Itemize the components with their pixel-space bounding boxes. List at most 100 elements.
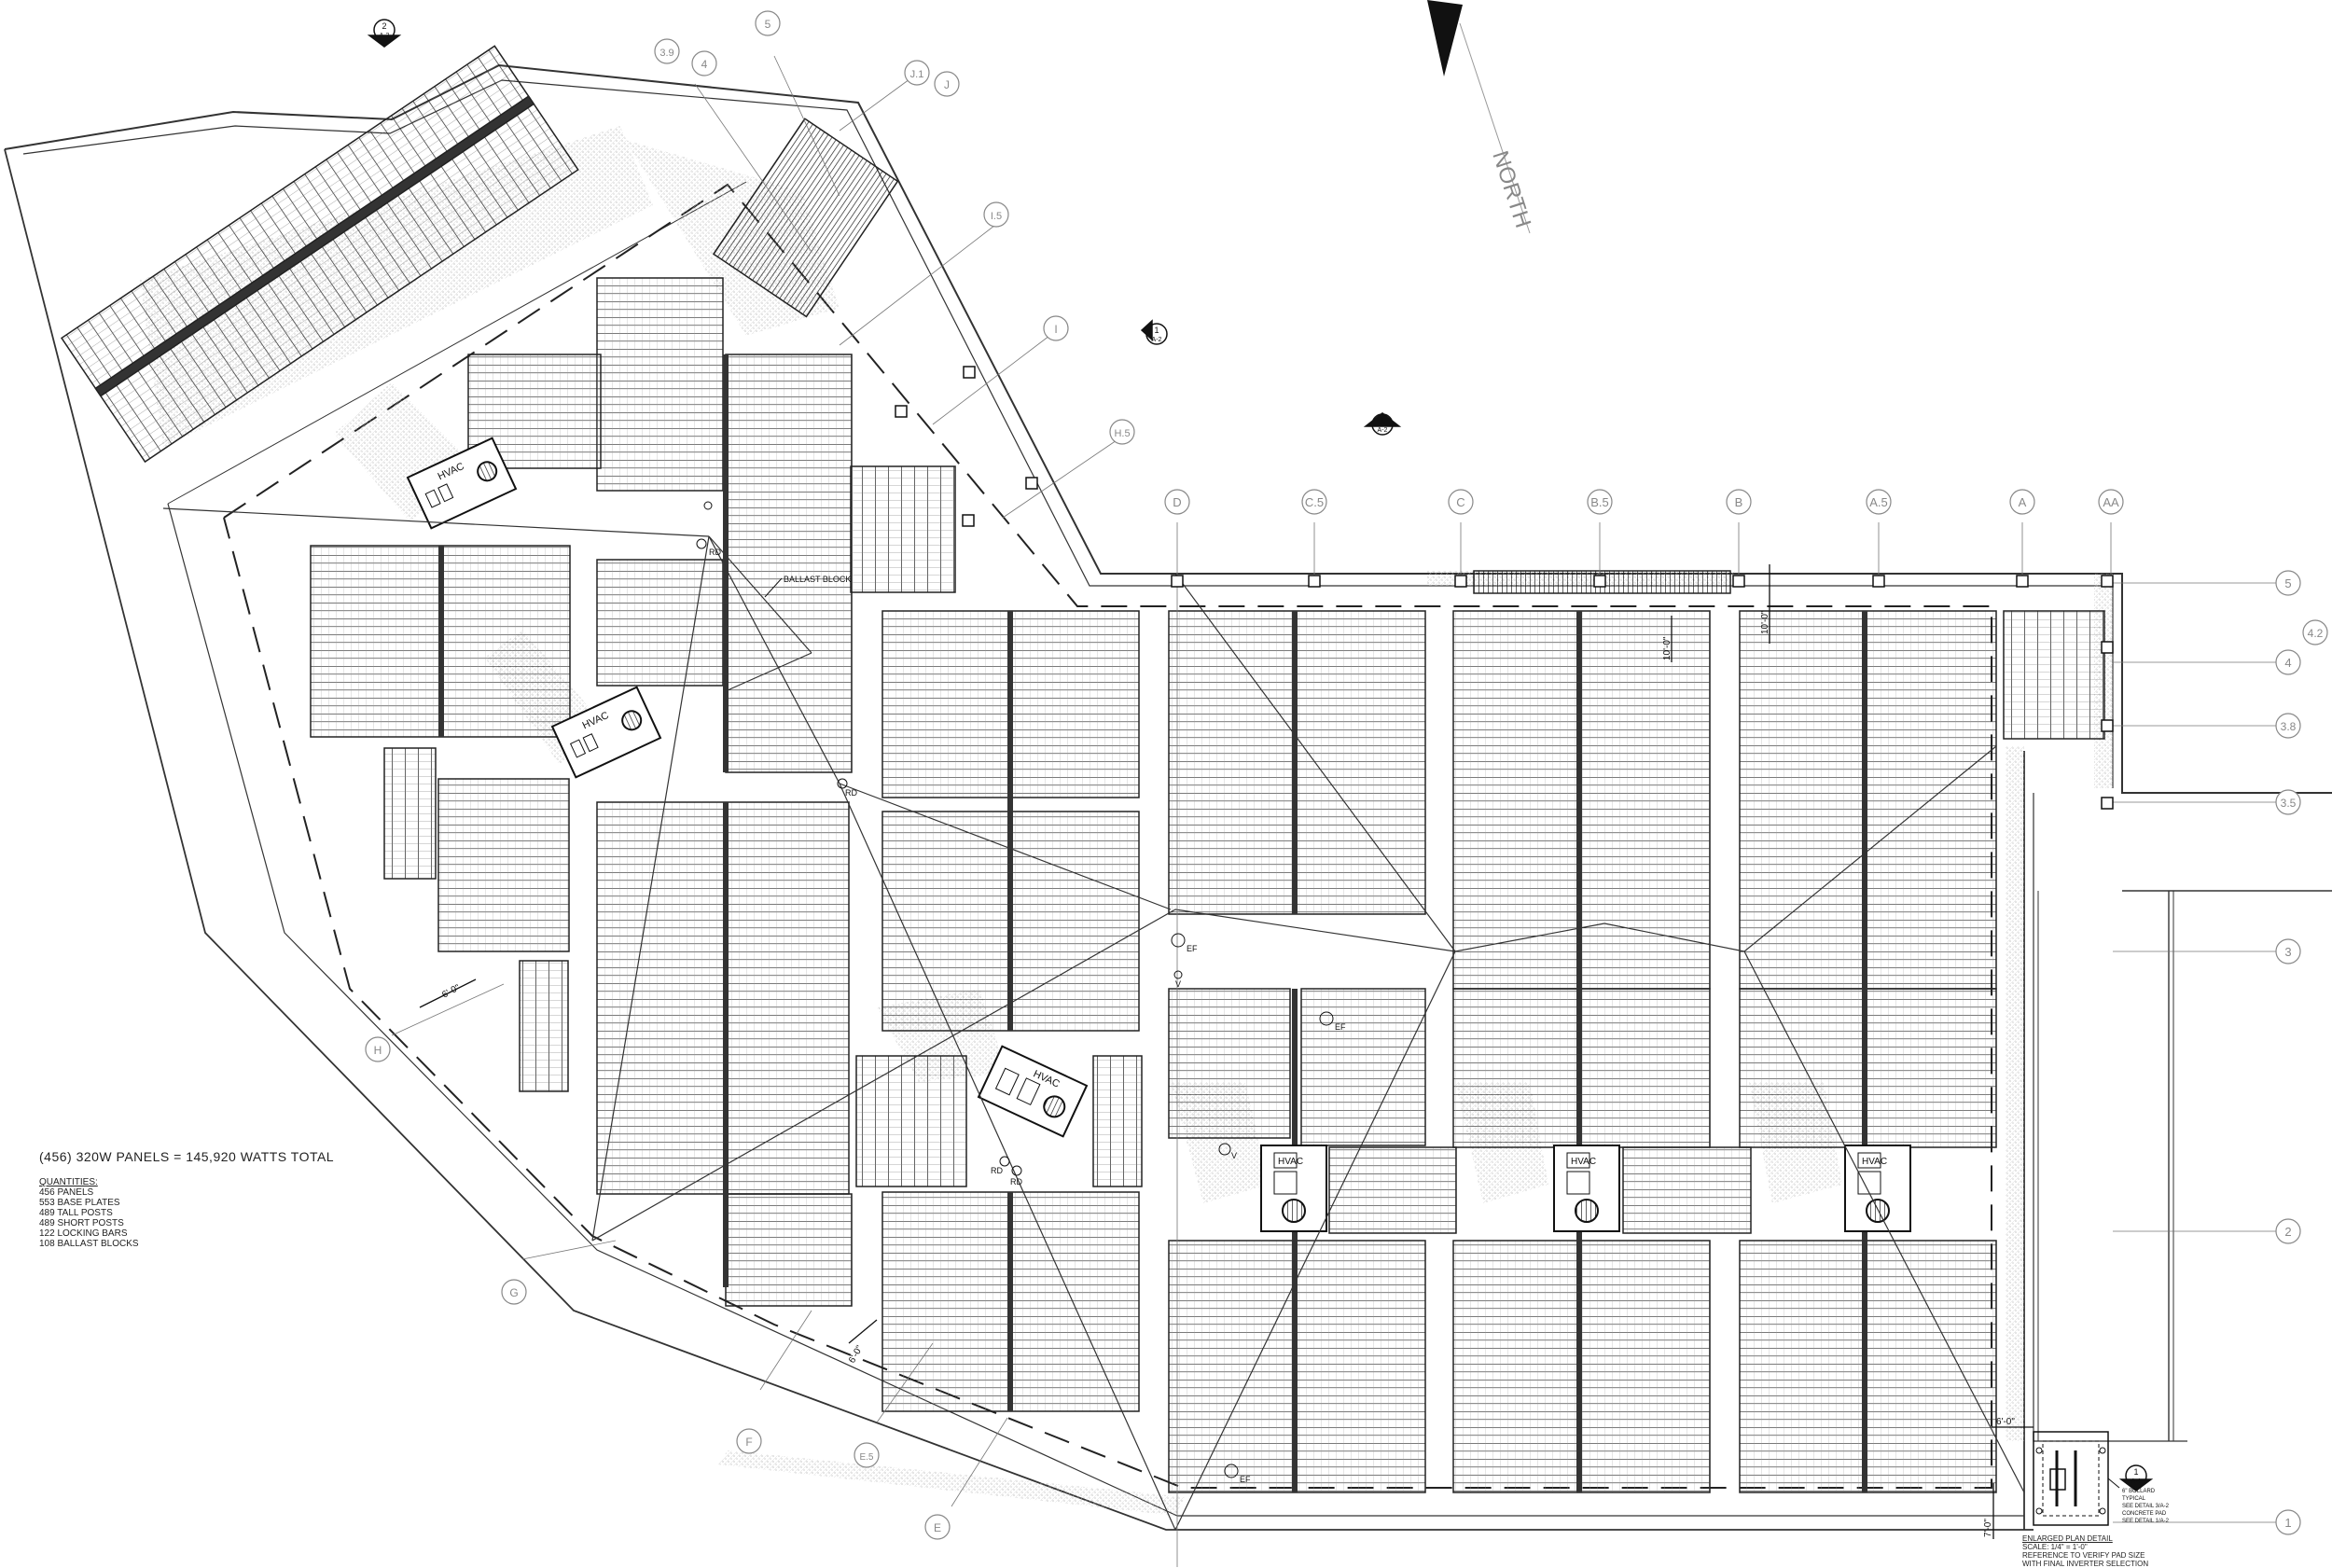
svg-text:CONCRETE PAD: CONCRETE PAD [2122,1511,2167,1517]
svg-text:4.2: 4.2 [2308,627,2324,640]
grid-bubble-top: A [2009,489,2035,515]
svg-text:1: 1 [2284,1516,2291,1530]
quantity-line: 489 TALL POSTS [39,1208,113,1218]
svg-text:J.1: J.1 [910,69,924,80]
panel-quantities-notes: (456) 320W PANELS = 145,920 WATTS TOTAL … [39,1149,334,1249]
panel-array [1328,1146,1457,1234]
svg-text:5: 5 [765,18,771,31]
equipment-tags: EF EF EF V V RD RD RD RD [696,501,1346,1484]
hvac-unit: HVAC [550,686,662,779]
svg-text:1: 1 [1380,416,1384,425]
svg-text:A-2: A-2 [1378,427,1388,434]
dimension: 6'-0" [419,978,477,1008]
grid-bubble-diag: F [736,1428,762,1454]
svg-text:3.5: 3.5 [2281,797,2297,810]
roof-drain: RD [696,538,721,557]
grid-bubble-top: B.5 [1587,489,1613,515]
panel-array [1739,610,1997,990]
svg-text:RD: RD [1010,1177,1022,1186]
panel-array [1092,1055,1143,1187]
bollard-callout: 6" BOLLARD TYPICAL SEE DETAIL 3/A-2 CONC… [2122,1489,2170,1524]
panel-array [383,747,437,880]
svg-text:10'-0": 10'-0" [1760,610,1770,634]
svg-text:HVAC: HVAC [1862,1157,1887,1167]
svg-text:SEE DETAIL 1/A-2: SEE DETAIL 1/A-2 [2122,1519,2170,1524]
svg-text:B.5: B.5 [1590,495,1609,509]
grid-bubble-top: AA [2098,489,2124,515]
exhaust-fan: EF [1319,1011,1346,1032]
hvac-unit: HVAC [1260,1145,1327,1232]
svg-text:NORTH: NORTH [1487,148,1535,231]
panel-array [725,1193,853,1307]
hvac-unit: HVAC [977,1045,1089,1138]
grid-bubble-top: D [1164,489,1190,515]
dimension: 10'-0" [1760,564,1770,644]
panel-array [1168,988,1291,1139]
panel-array [712,118,899,318]
svg-text:H: H [374,1044,382,1057]
grid-bubble-right: 1 [2275,1509,2301,1535]
exhaust-fan: EF [1224,1464,1251,1484]
dimension: 10'-0" [1662,616,1673,662]
svg-text:1: 1 [2133,1467,2138,1477]
roof-drain: RD [991,1156,1010,1175]
section-marker: 1 A-2 [1140,319,1168,345]
panel-array [725,354,853,773]
grid-bubble-diag: 5 [755,10,781,36]
svg-text:3: 3 [2284,945,2291,959]
grid-bubble-diag: E.5 [854,1442,880,1468]
panel-array [596,559,724,687]
hvac-units: HVAC HVAC HVAC HVAC HVAC [406,437,1911,1232]
vent: V [1218,1143,1237,1160]
svg-text:1: 1 [1154,326,1159,335]
roof-drain: RD [1010,1165,1022,1186]
dimension: 6'-0" [1992,1417,2034,1428]
grid-bubble-diag: I [1043,315,1069,341]
svg-text:J: J [944,78,950,91]
svg-text:6'-0": 6'-0" [440,982,462,1000]
grid-bubble-diag: I.5 [983,201,1009,228]
section-marker: 1 A-2 [1363,412,1402,436]
svg-text:G: G [509,1286,518,1299]
svg-text:5: 5 [2284,576,2291,590]
svg-text:C: C [1456,495,1464,509]
panel-array [1622,1146,1752,1234]
svg-text:C.5: C.5 [1305,495,1324,509]
hvac-unit: HVAC [1553,1145,1620,1232]
grid-bubble-right: 3.5 [2275,789,2301,815]
grid-bubble-diag: G [501,1279,527,1305]
svg-text:6'-0": 6'-0" [1996,1417,2015,1427]
svg-text:SEE DETAIL 3/A-2: SEE DETAIL 3/A-2 [2122,1504,2170,1509]
svg-text:F: F [745,1436,752,1449]
detail-title: ENLARGED PLAN DETAIL SCALE: 1/4" = 1'-0"… [2022,1534,2181,1568]
svg-text:3.8: 3.8 [2281,720,2297,733]
dimension: 6'-0" [847,1319,878,1366]
grid-bubble-top: C.5 [1301,489,1327,515]
panel-array [1739,988,1997,1148]
svg-text:7'-0": 7'-0" [1983,1519,1993,1537]
panel-array [850,465,956,593]
svg-text:RD: RD [709,548,721,557]
svg-text:I: I [1054,323,1057,336]
panel-array [855,1055,967,1187]
grid-bubble-right: 3.8 [2275,713,2301,739]
svg-text:6" BOLLARD: 6" BOLLARD [2122,1489,2156,1494]
detail-title-name: ENLARGED PLAN DETAIL [2022,1534,2113,1543]
svg-text:D: D [1173,495,1181,509]
slope-lines [162,507,2025,1531]
svg-text:V: V [1175,979,1181,989]
panel-array [94,95,535,397]
section-marker: 2 A-2 [367,19,402,48]
grid-bubble-right: 3 [2275,938,2301,964]
svg-text:I.5: I.5 [991,211,1002,222]
racking-spines [438,354,1867,1492]
svg-text:TYPICAL: TYPICAL [2122,1496,2146,1502]
panel-array [596,277,724,492]
svg-text:2: 2 [2284,1225,2291,1239]
panel-array [437,778,570,952]
roof-drain [703,501,713,510]
panel-array [1300,988,1426,1146]
column-markers [895,366,2114,810]
svg-text:EF: EF [1187,944,1198,953]
